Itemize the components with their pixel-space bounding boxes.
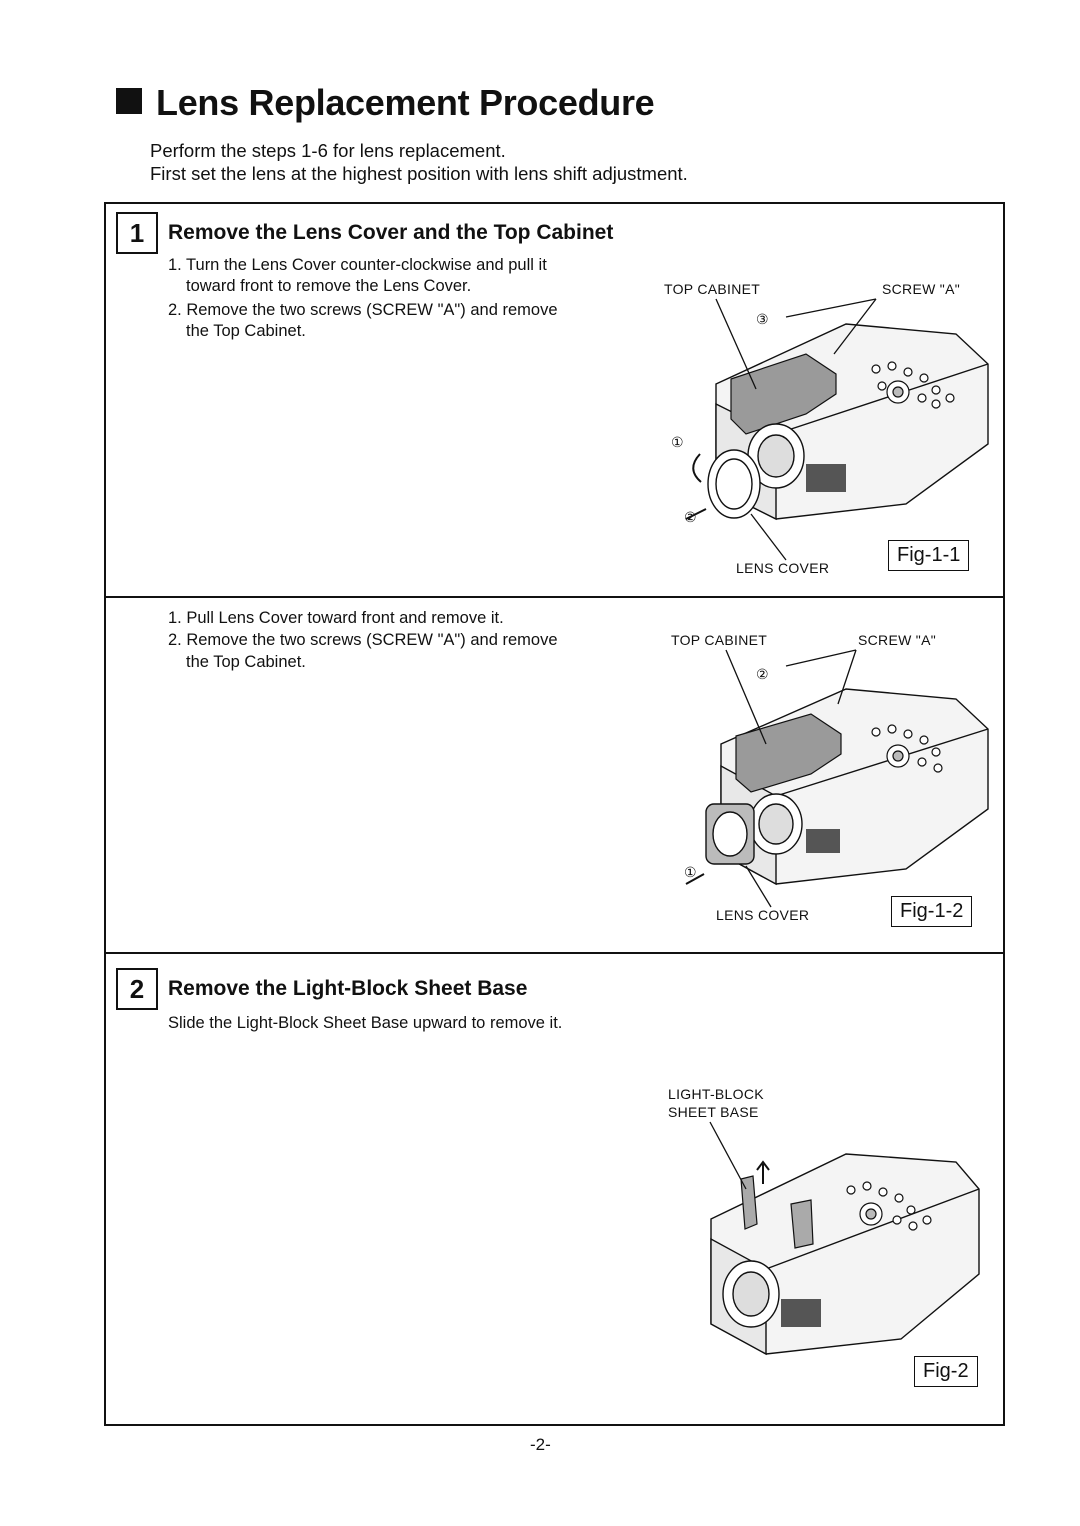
step-2-divider (106, 952, 1003, 954)
fig-2-label: Fig-2 (914, 1356, 978, 1387)
page-number: -2- (530, 1435, 551, 1454)
projector-illustration-fig-1-1 (685, 323, 989, 521)
square-bullet-icon (116, 88, 142, 114)
fig-1-2-label: Fig-1-2 (891, 896, 973, 927)
fig-1-2-lens-cover-label: LENS COVER (716, 907, 810, 923)
fig-1-2-leader-lines (725, 649, 857, 908)
projector-illustration-fig-1-2 (685, 688, 989, 886)
fig-2-label-line-1: LIGHT-BLOCK (668, 1086, 764, 1102)
step-1-divider (106, 596, 1003, 598)
fig-1-1-callout-3a: ③ (756, 311, 769, 327)
projector-illustration-fig-2 (710, 1153, 980, 1356)
step-1b-line-2: 2. Remove the two screws (SCREW "A") and… (168, 631, 558, 649)
procedure-frame: 1 Remove the Lens Cover and the Top Cabi… (104, 202, 1005, 1426)
page-title-text: Lens Replacement Procedure (156, 82, 655, 123)
intro-line-2: First set the lens at the highest positi… (150, 163, 688, 184)
step-1b-line-1: 1. Pull Lens Cover toward front and remo… (168, 609, 504, 627)
step-2-heading: Remove the Light-Block Sheet Base (168, 977, 528, 1000)
fig-1-1-leader-lines (715, 298, 877, 561)
fig-1-2-callout-2a: ② (756, 666, 769, 682)
step-1-heading: Remove the Lens Cover and the Top Cabine… (168, 221, 614, 244)
fig-1-2-callout-1: ① (684, 864, 697, 880)
step-2-number: 2 (116, 968, 158, 1010)
fig-1-1-label: Fig-1-1 (888, 540, 970, 571)
fig-1-2-top-cabinet-label: TOP CABINET (671, 632, 768, 648)
step-1a-line-3: 2. Remove the two screws (SCREW "A") and… (168, 301, 558, 319)
fig-1-1-lens-cover-label: LENS COVER (736, 560, 830, 576)
fig-2-leader-line (709, 1121, 747, 1190)
step-1a-line-2: toward front to remove the Lens Cover. (186, 277, 472, 295)
fig-1-1-top-cabinet-label: TOP CABINET (664, 281, 761, 297)
step-1-number: 1 (116, 212, 158, 254)
step-1a-line-1: 1. Turn the Lens Cover counter-clockwise… (168, 256, 547, 274)
step-2-text: Slide the Light-Block Sheet Base upward … (168, 1014, 563, 1032)
fig-1-1-callout-1: ① (671, 434, 684, 450)
step-1b-line-3: the Top Cabinet. (186, 653, 306, 671)
fig-1-1-screw-label: SCREW "A" (882, 281, 960, 297)
fig-1-2-screw-label: SCREW "A" (858, 632, 936, 648)
fig-2-label-line-2: SHEET BASE (668, 1104, 759, 1120)
step-1a-line-4: the Top Cabinet. (186, 322, 306, 340)
page-title: Lens Replacement Procedure (116, 82, 655, 124)
intro-line-1: Perform the steps 1-6 for lens replaceme… (150, 140, 506, 161)
